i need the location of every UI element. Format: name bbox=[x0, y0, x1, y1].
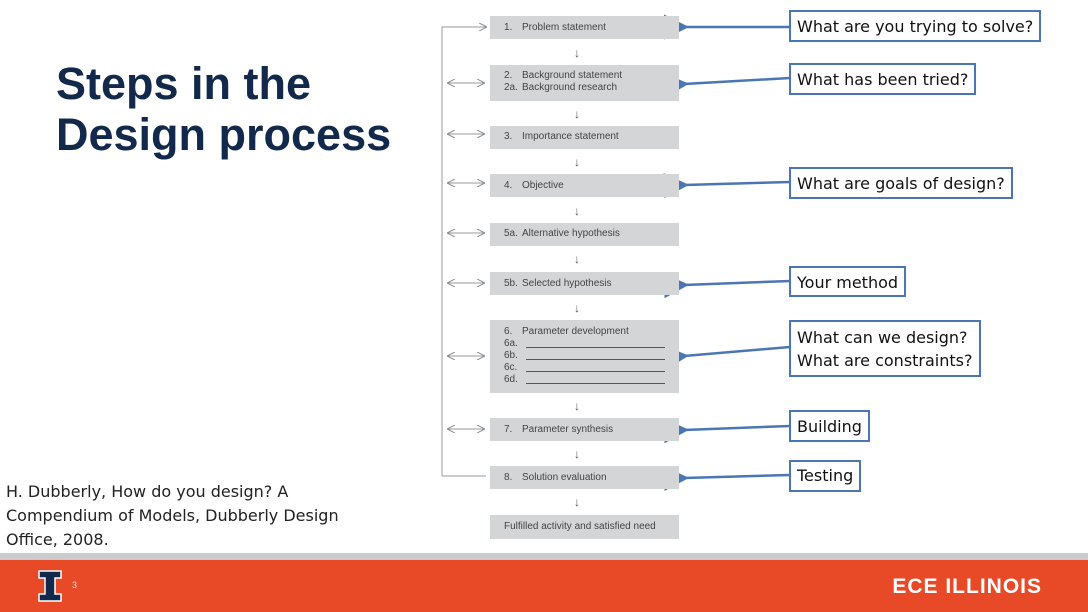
illinois-block-i-logo bbox=[38, 570, 62, 602]
step-number: 6d. bbox=[504, 374, 518, 385]
question-arrow-5 bbox=[663, 345, 791, 371]
step-box: 6. Parameter development 6a. 6b. 6c. 6d. bbox=[490, 320, 679, 393]
step-label: Solution evaluation bbox=[522, 472, 607, 483]
down-arrow-icon: ↓ bbox=[574, 252, 580, 266]
step-number: 6b. bbox=[504, 350, 518, 361]
down-arrow-icon: ↓ bbox=[574, 155, 580, 169]
step-label: Importance statement bbox=[522, 131, 619, 142]
down-arrow-icon: ↓ bbox=[574, 301, 580, 315]
blank-line bbox=[526, 338, 665, 348]
down-arrow-icon: ↓ bbox=[574, 399, 580, 413]
step-label: Objective bbox=[522, 180, 564, 191]
step-label: Alternative hypothesis bbox=[522, 228, 620, 239]
slide-title: Steps in the Design process bbox=[56, 58, 436, 160]
step-number: 6. bbox=[504, 326, 513, 337]
question-box: What has been tried? bbox=[789, 63, 977, 95]
step-box-final: Fulfilled activity and satisfied need bbox=[490, 515, 679, 539]
step-label: Parameter synthesis bbox=[522, 424, 614, 435]
question-arrow-6 bbox=[663, 418, 791, 444]
footer-bar bbox=[0, 560, 1088, 612]
step-number: 2a. bbox=[504, 82, 518, 93]
step-box: 4. Objective bbox=[490, 174, 679, 197]
step-label: Background statement bbox=[522, 70, 623, 81]
question-line: What can we design? bbox=[797, 328, 968, 347]
step-number: 8. bbox=[504, 472, 513, 483]
blank-line bbox=[526, 374, 665, 384]
citation-text: H. Dubberly, How do you design? A Compen… bbox=[6, 482, 339, 549]
step-number: 6c. bbox=[504, 362, 518, 373]
step-box: 5a. Alternative hypothesis bbox=[490, 223, 679, 246]
step-box: 8. Solution evaluation bbox=[490, 466, 679, 489]
step-box: 1. Problem statement bbox=[490, 16, 679, 39]
down-arrow-icon: ↓ bbox=[574, 204, 580, 218]
down-arrow-icon: ↓ bbox=[574, 46, 580, 60]
question-arrow-3 bbox=[663, 173, 791, 199]
step-number: 3. bbox=[504, 131, 513, 142]
step-number: 5a. bbox=[504, 228, 518, 239]
question-line: What are constraints? bbox=[797, 351, 973, 370]
slide-title-line-1: Steps in the bbox=[56, 58, 312, 109]
footer-divider bbox=[0, 553, 1088, 560]
question-box: What can we design? What are constraints… bbox=[789, 320, 981, 377]
slide-number: 3 bbox=[72, 580, 78, 590]
step-label: Background research bbox=[522, 82, 618, 93]
brand-wordmark: ECE ILLINOIS bbox=[892, 575, 1042, 598]
step-box: 2. Background statement 2a. Background res… bbox=[490, 65, 679, 101]
step-box: 7. Parameter synthesis bbox=[490, 418, 679, 441]
down-arrow-icon: ↓ bbox=[574, 107, 580, 121]
blank-line bbox=[526, 362, 665, 372]
question-arrow-7 bbox=[663, 466, 791, 492]
question-box: Your method bbox=[789, 266, 907, 297]
step-number: 7. bbox=[504, 424, 513, 435]
step-label: Problem statement bbox=[522, 22, 606, 33]
question-box: What are you trying to solve? bbox=[789, 10, 1042, 42]
question-arrow-2 bbox=[663, 72, 791, 98]
step-box: 3. Importance statement bbox=[490, 126, 679, 149]
step-label: Selected hypothesis bbox=[522, 278, 612, 289]
slide-title-line-2: Design process bbox=[56, 109, 392, 160]
question-box: Building bbox=[789, 410, 870, 442]
step-number: 2. bbox=[504, 70, 513, 81]
step-number: 4. bbox=[504, 180, 513, 191]
question-box: What are goals of design? bbox=[789, 167, 1013, 199]
down-arrow-icon: ↓ bbox=[574, 495, 580, 509]
feedback-return-line bbox=[441, 27, 486, 476]
question-arrow-4 bbox=[663, 273, 791, 299]
step-number: 6a. bbox=[504, 338, 518, 349]
blank-line bbox=[526, 350, 665, 360]
step-box: 5b. Selected hypothesis bbox=[490, 272, 679, 295]
step-label: Parameter development bbox=[522, 326, 629, 337]
step-number: 5b. bbox=[504, 278, 518, 289]
down-arrow-icon: ↓ bbox=[574, 447, 580, 461]
question-box: Testing bbox=[789, 460, 862, 492]
step-number: 1. bbox=[504, 22, 513, 33]
step-label: Fulfilled activity and satisfied need bbox=[504, 521, 656, 532]
